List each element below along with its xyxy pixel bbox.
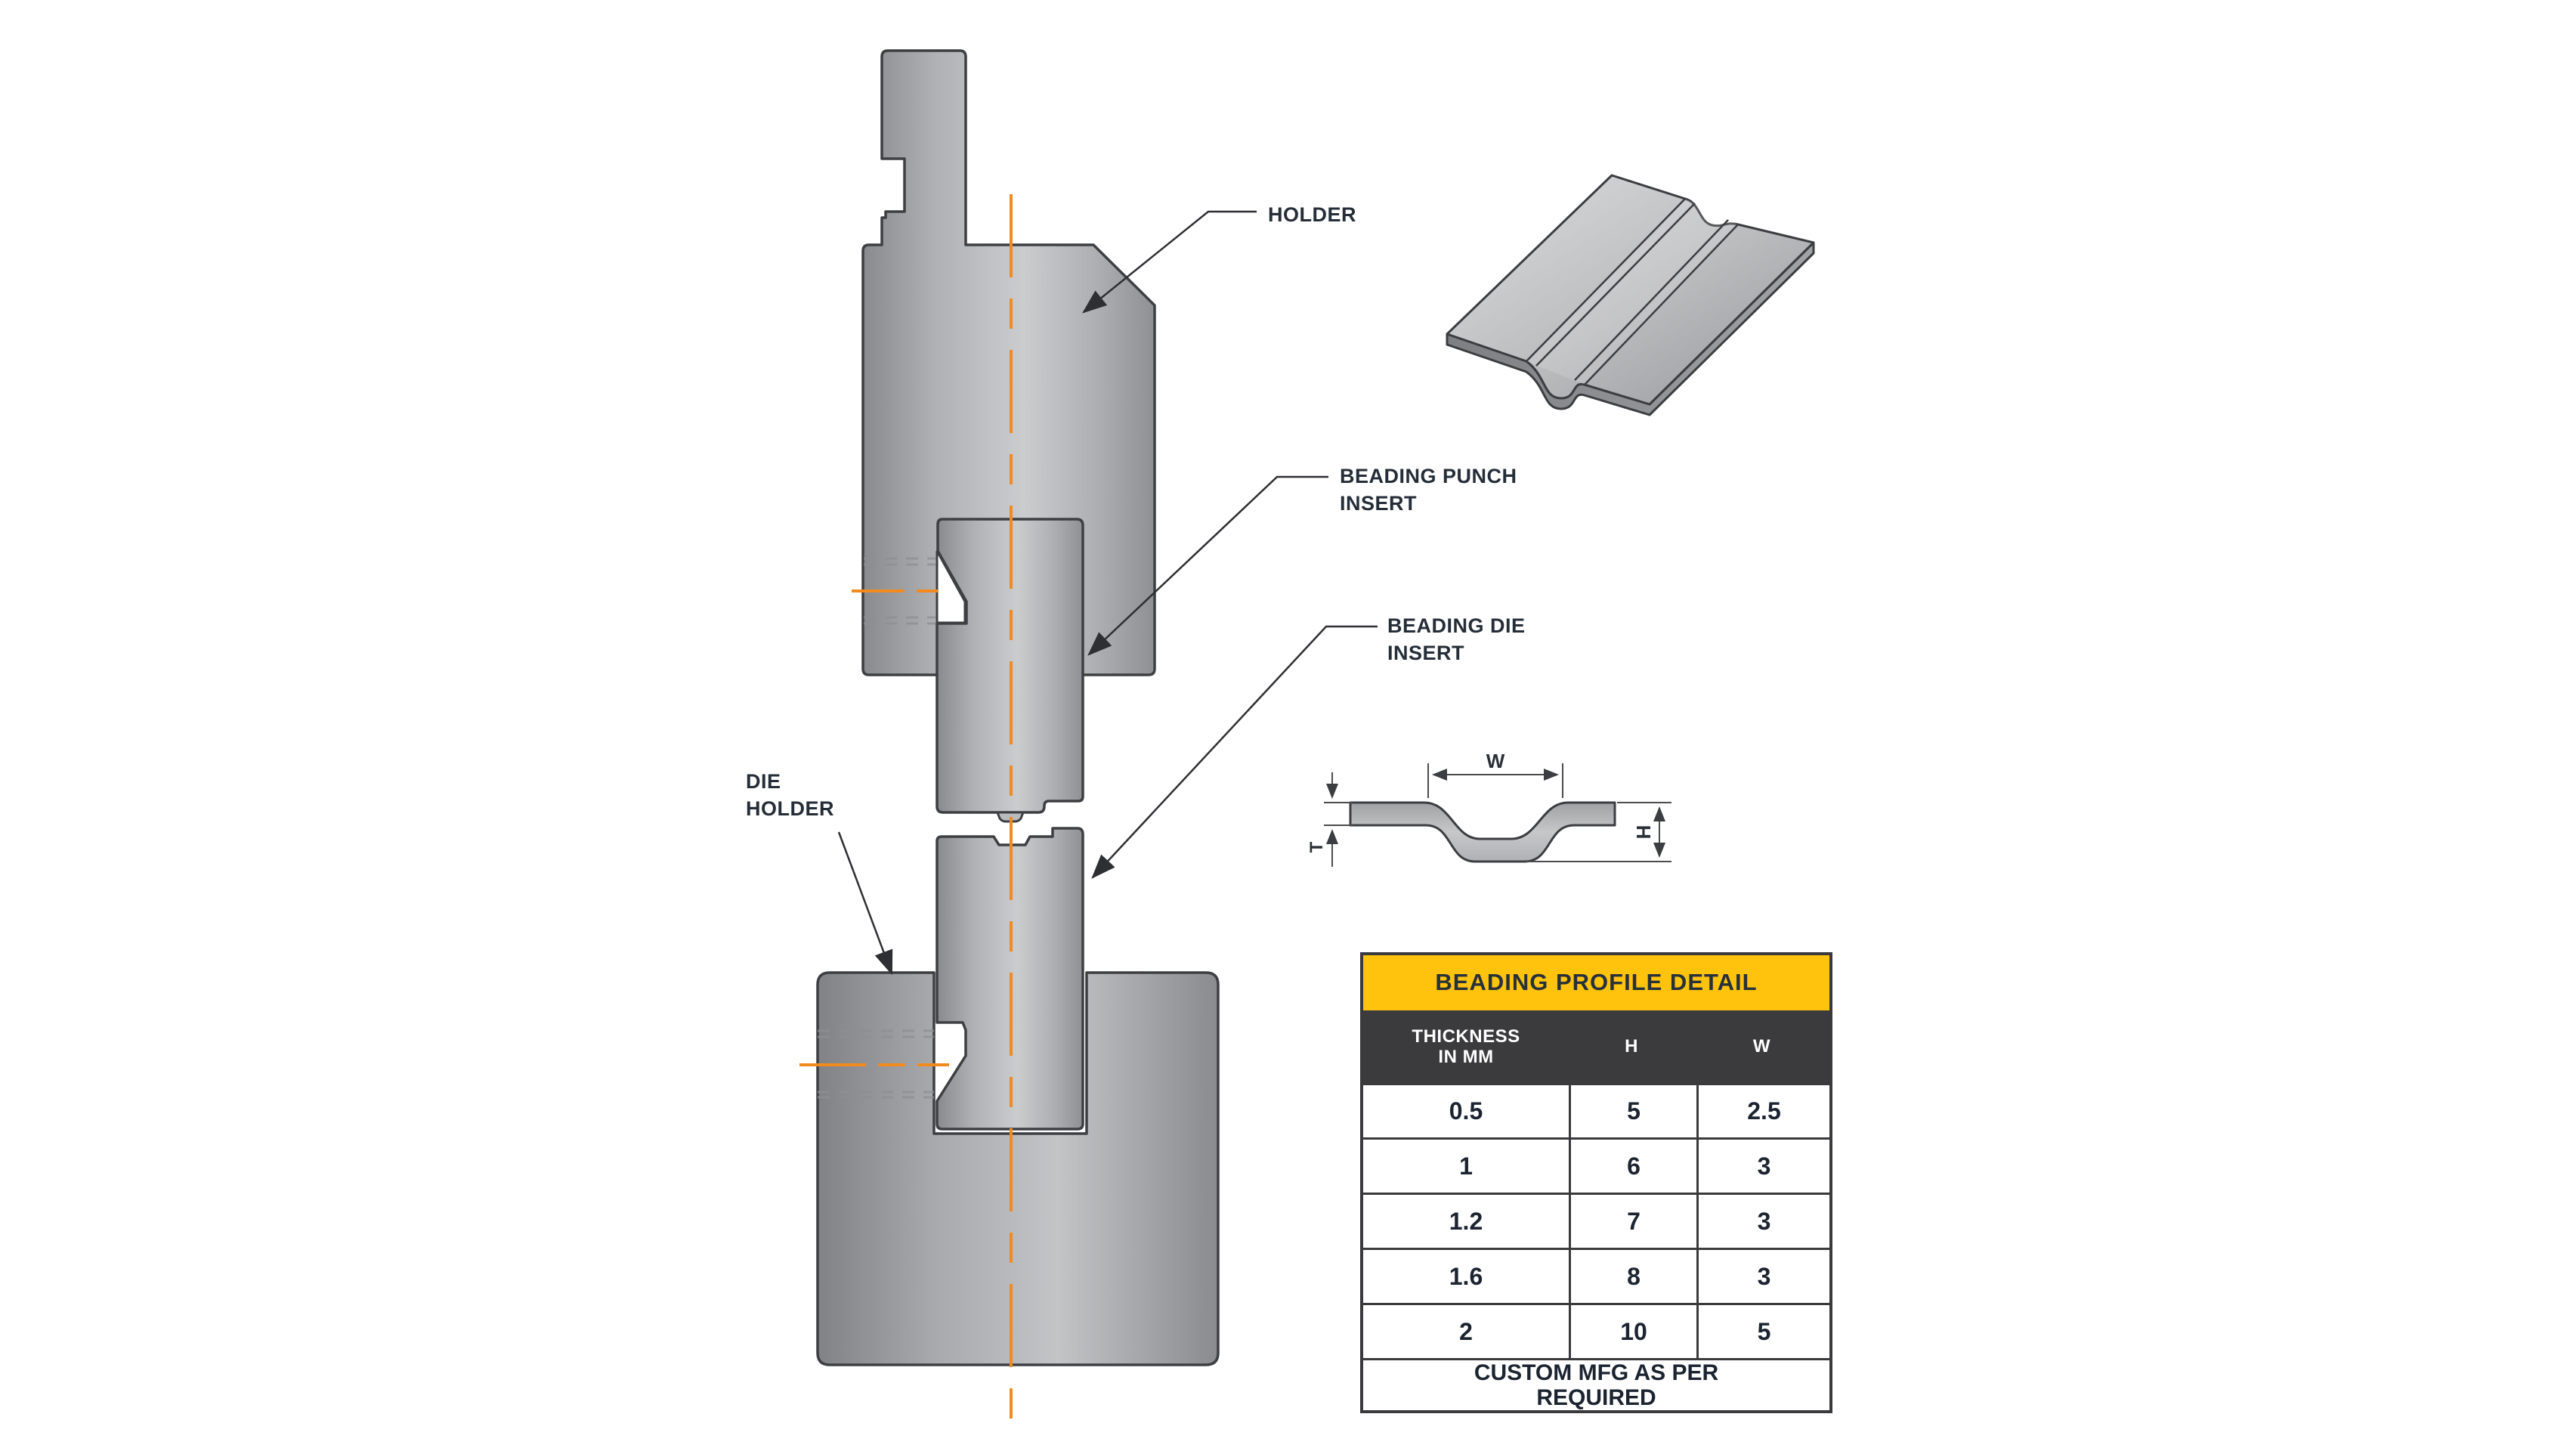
table-row: 1 6 3 bbox=[1363, 1137, 1829, 1193]
leader-holder bbox=[1082, 210, 1257, 314]
table-cell-w: 3 bbox=[1696, 1140, 1829, 1193]
table-header-h: H bbox=[1625, 1036, 1638, 1057]
dim-w-label: W bbox=[1486, 750, 1505, 772]
table-cell-thickness: 2 bbox=[1459, 1317, 1473, 1345]
table-row: 1.6 8 3 bbox=[1363, 1248, 1829, 1304]
table-cell-thickness: 1 bbox=[1459, 1152, 1473, 1180]
table-cell-w: 3 bbox=[1696, 1250, 1829, 1304]
table-cell-h: 10 bbox=[1569, 1305, 1696, 1358]
bead-ridge-line bbox=[1584, 224, 1739, 385]
table-cell-h: 8 bbox=[1569, 1250, 1696, 1304]
table-cell-h: 7 bbox=[1569, 1195, 1696, 1248]
table-cell-thickness: 0.5 bbox=[1449, 1097, 1483, 1125]
table-row: 0.5 5 2.5 bbox=[1363, 1082, 1829, 1138]
table-footer: CUSTOM MFG AS PER REQUIRED bbox=[1363, 1357, 1829, 1410]
label-holder: HOLDER bbox=[1268, 203, 1356, 226]
bead-profile-section: W H T bbox=[1307, 750, 1671, 867]
die-holder-shape bbox=[816, 971, 1220, 1366]
table-row: 2 10 5 bbox=[1363, 1303, 1829, 1358]
bead-ridge-line bbox=[1574, 219, 1729, 381]
table-cell-h: 5 bbox=[1569, 1084, 1696, 1138]
table-header-thickness: THICKNESS IN MM bbox=[1412, 1026, 1520, 1067]
dim-h-label: H bbox=[1632, 825, 1655, 840]
table-row: 1.2 7 3 bbox=[1363, 1193, 1829, 1248]
table-cell-thickness: 1.6 bbox=[1449, 1262, 1483, 1290]
table-cell-h: 6 bbox=[1569, 1140, 1696, 1193]
beaded-sheet-3d bbox=[1446, 174, 1815, 416]
bead-ridge-line bbox=[1526, 198, 1686, 362]
leader-die-insert bbox=[1091, 625, 1378, 879]
sheet-bead-band bbox=[1526, 199, 1738, 385]
leader-punch-insert bbox=[1087, 475, 1328, 656]
punch-insert-clamp-notch bbox=[935, 550, 966, 624]
beading-profile-table: BEADING PROFILE DETAIL THICKNESS IN MM H… bbox=[1360, 952, 1832, 1413]
label-die-holder: DIE HOLDER bbox=[746, 770, 834, 820]
label-beading-punch-insert: BEADING PUNCH INSERT bbox=[1340, 465, 1517, 515]
dim-t-label: T bbox=[1307, 841, 1327, 852]
hidden-lines bbox=[818, 557, 935, 1099]
sheet-top-face bbox=[1446, 174, 1815, 406]
table-cell-w: 3 bbox=[1696, 1195, 1829, 1248]
bead-ridge-line bbox=[1535, 203, 1696, 367]
table-cell-w: 5 bbox=[1696, 1305, 1829, 1358]
leader-lines bbox=[837, 210, 1378, 976]
leader-die-holder bbox=[837, 831, 893, 976]
table-cell-thickness: 1.2 bbox=[1449, 1207, 1483, 1235]
table-header-row: THICKNESS IN MM H W bbox=[1363, 1010, 1829, 1083]
table-header-w: W bbox=[1752, 1036, 1771, 1057]
punch-holder-shape bbox=[861, 49, 1156, 676]
label-beading-die-insert: BEADING DIE INSERT bbox=[1387, 614, 1526, 664]
table-cell-w: 2.5 bbox=[1696, 1084, 1829, 1138]
table-title: BEADING PROFILE DETAIL bbox=[1363, 955, 1829, 1010]
profile-sheet-shape bbox=[1349, 801, 1616, 863]
